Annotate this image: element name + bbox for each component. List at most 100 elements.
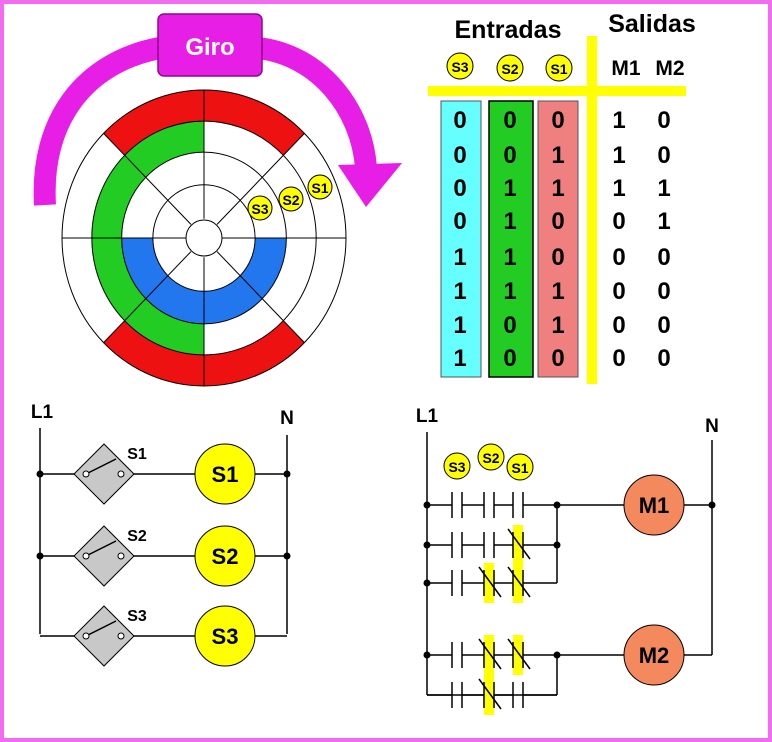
table-cell-s1: 0: [551, 208, 564, 235]
sensor-switch-contact: [117, 632, 125, 640]
closed-contact-slash: [507, 528, 531, 560]
table-header-s2: S2: [501, 61, 518, 77]
s2-column-background: [488, 100, 534, 378]
motor-circuit: L1 N S3 S2 S1 M1 M2: [416, 406, 719, 715]
sensor-switch-label: S2: [127, 528, 147, 545]
table-cell-s3: 1: [453, 312, 466, 339]
disk-spoke: [103, 133, 192, 225]
outputs-title: Salidas: [608, 10, 696, 38]
table-cell-s1: 0: [551, 244, 564, 271]
motor-junctions: [423, 501, 716, 659]
table-cell-m1: 0: [612, 312, 625, 339]
table-header-m2: M2: [655, 57, 684, 80]
junction-dot: [708, 501, 716, 509]
inner-ring-blue-segment: [121, 238, 287, 324]
table-cell-s1: 0: [551, 345, 564, 372]
sensor-circuit-n-label: N: [280, 408, 294, 429]
table-cell-s2: 1: [503, 208, 516, 235]
rotation-label: Giro: [185, 34, 234, 61]
sensor-switch-icon: [73, 605, 135, 667]
disk-sensor-s1: [307, 174, 333, 200]
table-cell-s3: 1: [453, 345, 466, 372]
disk-sensor-s2: [278, 186, 304, 212]
closed-contact-highlight: [513, 563, 523, 603]
motor-m1-label: M1: [639, 493, 670, 518]
contact-header-s3: S3: [448, 459, 465, 475]
disk-sensor-s1-label: S1: [311, 180, 328, 196]
rotation-arrow: Giro: [33, 13, 402, 207]
sensor-lamp-label: S2: [212, 544, 239, 569]
table-cell-s2: 0: [503, 312, 516, 339]
table-header-divider: [428, 86, 686, 96]
s1-column-background: [537, 100, 579, 378]
motor-circuit-l1-label: L1: [416, 406, 439, 427]
sensor-switch-contact: [117, 470, 125, 478]
junction-dot: [423, 501, 431, 509]
disk-spoke: [216, 251, 305, 343]
rotation-arrow-tail: [33, 37, 163, 206]
table-column-divider: [587, 36, 597, 384]
table-cell-s1: 1: [551, 278, 564, 305]
table-cell-s3: 0: [453, 142, 466, 169]
junction-dot: [423, 579, 431, 587]
sensor-switch-contact: [82, 470, 90, 478]
disk-spoke: [103, 251, 192, 343]
rotation-label-box: [157, 13, 263, 77]
table-cell-m1: 1: [612, 175, 625, 202]
sensor-lamp-label: S3: [212, 624, 239, 649]
sensor-switch-blade: [85, 458, 117, 475]
junction-dot: [36, 552, 44, 560]
table-cell-s3: 1: [453, 278, 466, 305]
sensor-switch-label: S3: [127, 608, 147, 625]
table-cell-m1: 0: [612, 278, 625, 305]
sensor-lamp-label: S1: [212, 462, 239, 487]
middle-ring-green-segment: [91, 121, 204, 355]
contact-header-s3-badge: [443, 452, 471, 480]
closed-contact-highlight: [513, 525, 523, 565]
disk-sensor-s2-label: S2: [282, 192, 299, 208]
sensor-lamp: [194, 525, 256, 587]
motor-m1: [623, 474, 685, 536]
table-cell-m1: 1: [612, 107, 625, 134]
s3-column-background: [440, 100, 482, 378]
table-cell-s1: 1: [551, 312, 564, 339]
sensor-switch-blade: [85, 620, 117, 637]
disk-spoke: [216, 133, 305, 225]
table-cell-m2: 1: [657, 208, 670, 235]
table-header-m1: M1: [611, 57, 640, 80]
table-cell-s2: 1: [503, 175, 516, 202]
table-cell-m2: 0: [657, 244, 670, 271]
contact-header-s2: S2: [482, 450, 499, 466]
table-cell-s2: 1: [503, 244, 516, 271]
table-cell-m2: 0: [657, 345, 670, 372]
junction-dot: [553, 541, 561, 549]
motor-m2-label: M2: [639, 643, 670, 668]
table-cell-s1: 0: [551, 107, 564, 134]
table-header-s1: S1: [550, 61, 567, 77]
table-cell-s2: 0: [503, 345, 516, 372]
table-cell-s2: 0: [503, 142, 516, 169]
sensor-switch-contact: [82, 552, 90, 560]
table-cell-m1: 1: [612, 142, 625, 169]
table-cell-s3: 1: [453, 244, 466, 271]
closed-contact-slash: [507, 566, 531, 598]
junction-dot: [553, 501, 561, 509]
disk-hub: [185, 219, 223, 257]
sensor-switch-contact: [82, 632, 90, 640]
sensor-switch-blade: [85, 540, 117, 557]
table-cell-m2: 0: [657, 107, 670, 134]
contact-header-s1-badge: [506, 453, 534, 481]
table-cell-m1: 0: [612, 345, 625, 372]
table-cell-s2: 1: [503, 278, 516, 305]
table-header-s2-badge: [496, 54, 524, 82]
disk-sensor-s3-label: S3: [251, 201, 268, 217]
sensor-lamp: [194, 605, 256, 667]
disk-sensor-s3: [247, 195, 273, 221]
closed-contact-highlight: [513, 635, 523, 675]
closed-contact-highlight: [484, 675, 494, 715]
sensor-circuit-l1-label: L1: [31, 402, 54, 423]
contact-header-s2-badge: [477, 443, 505, 471]
